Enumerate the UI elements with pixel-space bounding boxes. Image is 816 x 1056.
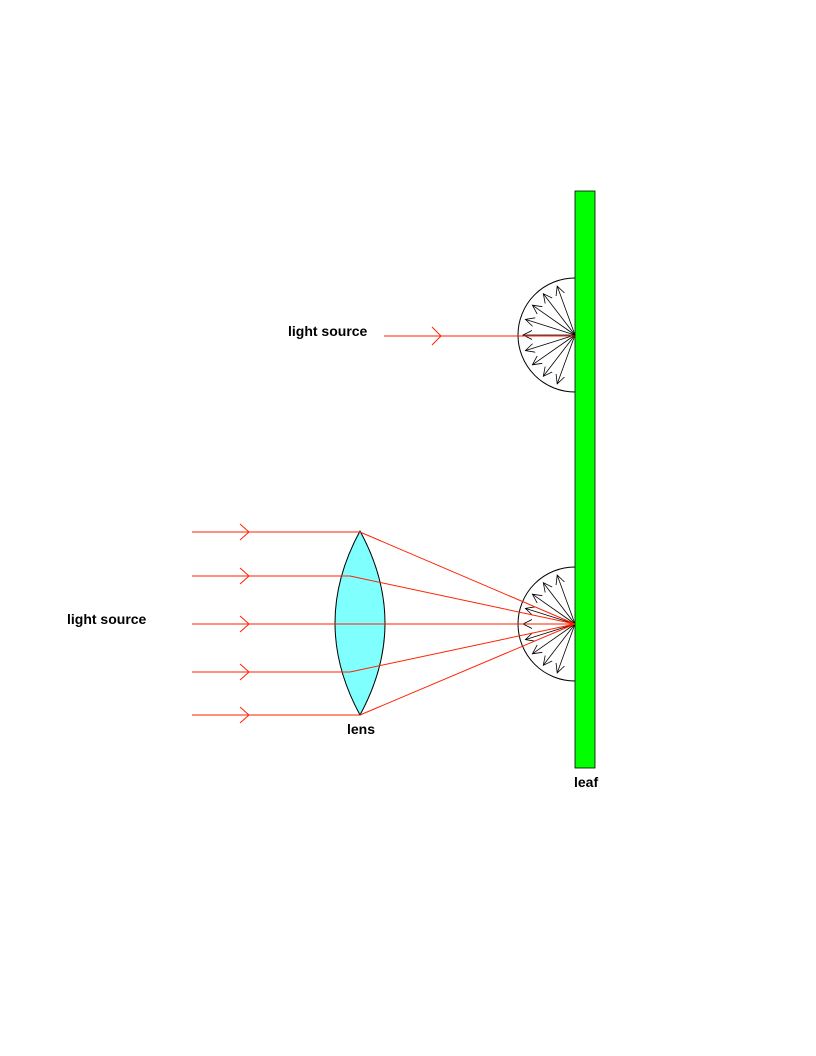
scatter-bottom-arrow-6	[525, 623, 576, 640]
scatter-top-arrow-6	[525, 334, 576, 351]
scatter-top-arrows	[523, 286, 576, 384]
converging-ray-1	[359, 531, 576, 625]
scatter-top-arrow-3	[532, 305, 576, 336]
incoming-rays	[192, 523, 360, 724]
light-source-top-label: light source	[288, 323, 368, 339]
scatter-top-arrow-8	[543, 334, 576, 376]
scatter-bottom-arrow-9	[557, 623, 576, 673]
scatter-bottom-arrows	[523, 575, 576, 673]
ray-chevron-1	[239, 523, 250, 541]
scatter-top-arrow-4	[525, 319, 576, 336]
scatter-bottom-arrow-1	[557, 575, 576, 625]
top-ray	[384, 326, 575, 346]
scatter-bottom-arrow-4	[525, 608, 576, 625]
leaf	[574, 190, 596, 769]
scatter-top-arrow-2	[543, 294, 576, 336]
scatter-bottom-arrow-3	[532, 594, 576, 625]
scatter-bottom-arrow-7	[532, 623, 576, 654]
converging-ray-5	[359, 623, 576, 716]
lens-label: lens	[347, 721, 375, 737]
scatter-bottom-arrow-2	[543, 583, 576, 625]
ray-chevron-2	[239, 567, 250, 585]
converging-ray-2	[349, 575, 576, 625]
ray-chevron-4	[239, 663, 250, 681]
scatter-bottom-arrow-8	[543, 623, 576, 665]
lens	[334, 529, 386, 717]
top-ray-chevron	[431, 326, 442, 346]
scatter-top-arrow-1	[557, 286, 576, 336]
ray-chevron-5	[239, 706, 250, 724]
leaf-label: leaf	[574, 774, 598, 790]
scatter-top-arrow-7	[532, 334, 576, 365]
scatter-top-arrow-9	[557, 334, 576, 384]
ray-chevron-3	[239, 615, 250, 633]
scatter-top	[517, 277, 576, 393]
light-source-left-label: light source	[67, 611, 147, 627]
converging-rays	[340, 531, 576, 716]
converging-ray-4	[349, 623, 576, 673]
scatter-top-arc	[517, 277, 576, 393]
